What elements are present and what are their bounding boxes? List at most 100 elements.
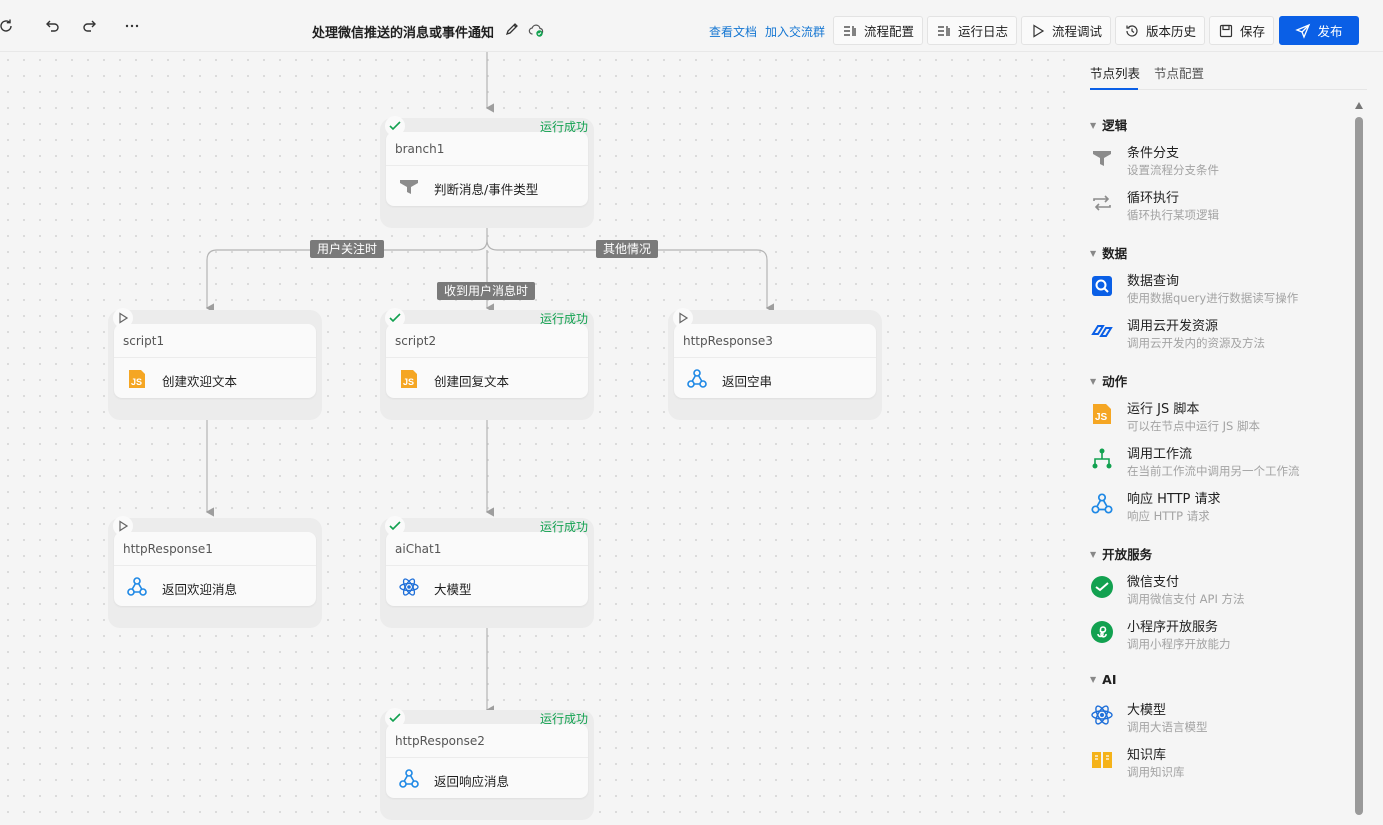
node-card: script1 JS 创建欢迎文本 [114, 324, 316, 398]
js-icon: JS [1090, 402, 1114, 426]
active-tab-indicator [1090, 88, 1138, 90]
save-button[interactable]: 保存 [1209, 16, 1275, 45]
node-label: 大模型 [434, 582, 472, 597]
item-knowledge-base[interactable]: 知识库 调用知识库 [1090, 744, 1340, 786]
log-icon [938, 25, 950, 36]
item-cloudbase[interactable]: 调用云开发资源 调用云开发内的资源及方法 [1090, 315, 1340, 357]
item-title: 大模型 [1127, 703, 1167, 718]
item-desc: 调用大语言模型 [1127, 720, 1208, 734]
refresh-icon[interactable] [0, 14, 18, 38]
node-httpresponse2[interactable]: httpResponse2 返回响应消息 运行成功 [380, 708, 594, 820]
list-settings-icon [844, 25, 856, 36]
play-icon[interactable] [113, 516, 133, 536]
tab-node-list[interactable]: 节点列表 [1090, 66, 1141, 81]
item-title: 知识库 [1127, 748, 1167, 763]
node-card: httpResponse2 返回响应消息 [386, 724, 588, 798]
edge-label-message[interactable]: 收到用户消息时 [437, 282, 536, 300]
node-script1[interactable]: script1 JS 创建欢迎文本 [108, 308, 322, 420]
node-card: aiChat1 大模型 [386, 532, 588, 606]
node-aichat1[interactable]: aiChat1 大模型 运行成功 [380, 516, 594, 628]
group-title-ai[interactable]: ▼AI [1090, 672, 1116, 687]
node-label: 创建欢迎文本 [162, 374, 238, 389]
item-desc: 在当前工作流中调用另一个工作流 [1127, 464, 1300, 478]
node-httpresponse3[interactable]: httpResponse3 返回空串 [668, 308, 882, 420]
run-logs-button[interactable]: 运行日志 [927, 16, 1018, 45]
item-data-query[interactable]: 数据查询 使用数据query进行数据读写操作 [1090, 270, 1340, 312]
publish-label: 发布 [1317, 24, 1343, 39]
node-script2[interactable]: script2 JS 创建回复文本 运行成功 [380, 308, 594, 420]
item-llm[interactable]: 大模型 调用大语言模型 [1090, 699, 1340, 741]
redo-icon[interactable] [77, 14, 101, 38]
run-logs-label: 运行日志 [958, 24, 1009, 39]
panel-scrollbar[interactable] [1355, 117, 1363, 815]
node-name: httpResponse1 [123, 542, 213, 556]
edge-branch1-http3 [486, 239, 775, 313]
node-label: 创建回复文本 [434, 374, 510, 389]
flow-debug-button[interactable]: 流程调试 [1021, 16, 1112, 45]
panel-tabs: 节点列表 节点配置 [1090, 52, 1367, 90]
node-label: 返回欢迎消息 [162, 582, 238, 597]
node-branch1[interactable]: branch1 判断消息/事件类型 运行成功 [380, 116, 594, 228]
item-run-js[interactable]: JS 运行 JS 脚本 可以在节点中运行 JS 脚本 [1090, 398, 1340, 440]
flow-config-button[interactable]: 流程配置 [833, 16, 924, 45]
item-title: 调用云开发资源 [1127, 319, 1219, 334]
node-httpresponse1[interactable]: httpResponse1 返回欢迎消息 [108, 516, 322, 628]
node-label: 返回响应消息 [434, 774, 510, 789]
node-status: 运行成功 [539, 312, 588, 326]
version-history-button[interactable]: 版本历史 [1115, 16, 1206, 45]
play-icon [1033, 23, 1045, 38]
item-wechat-pay[interactable]: 微信支付 调用微信支付 API 方法 [1090, 571, 1340, 613]
item-desc: 调用微信支付 API 方法 [1127, 592, 1245, 606]
more-icon[interactable] [120, 14, 144, 38]
tab-node-config[interactable]: 节点配置 [1154, 66, 1205, 81]
publish-button[interactable]: 发布 [1279, 16, 1359, 45]
item-title: 微信支付 [1127, 575, 1180, 590]
item-title: 响应 HTTP 请求 [1127, 492, 1221, 507]
view-docs-link[interactable]: 查看文档 [709, 25, 758, 39]
data-query-icon [1090, 274, 1114, 298]
node-name: aiChat1 [395, 542, 442, 556]
item-miniprogram[interactable]: 小程序开放服务 调用小程序开放能力 [1090, 616, 1340, 658]
item-loop[interactable]: 循环执行 循环执行某项逻辑 [1090, 187, 1340, 229]
item-desc: 设置流程分支条件 [1127, 163, 1219, 177]
item-desc: 循环执行某项逻辑 [1127, 208, 1219, 222]
item-title: 循环执行 [1127, 191, 1180, 206]
version-history-label: 版本历史 [1146, 24, 1197, 39]
node-status: 运行成功 [539, 120, 588, 134]
item-http-response[interactable]: 响应 HTTP 请求 响应 HTTP 请求 [1090, 488, 1340, 530]
edit-title-icon[interactable] [504, 21, 520, 37]
item-title: 运行 JS 脚本 [1127, 402, 1200, 417]
play-icon[interactable] [673, 308, 693, 328]
edge-label-other[interactable]: 其他情况 [596, 240, 659, 258]
loop-icon [1090, 191, 1114, 215]
node-name: script2 [395, 334, 437, 348]
node-divider [386, 565, 588, 566]
group-title-action[interactable]: ▼动作 [1090, 371, 1127, 390]
item-call-workflow[interactable]: 调用工作流 在当前工作流中调用另一个工作流 [1090, 443, 1340, 485]
join-group-link[interactable]: 加入交流群 [765, 25, 826, 39]
scroll-up-arrow[interactable] [1355, 102, 1363, 109]
node-card: httpResponse3 返回空串 [674, 324, 876, 398]
js-icon: JS [126, 368, 148, 390]
group-title-label: 逻辑 [1102, 118, 1128, 133]
webhook-icon [686, 368, 708, 390]
node-status: 运行成功 [539, 520, 588, 534]
node-divider [386, 357, 588, 358]
caret-down-icon: ▼ [1090, 121, 1097, 130]
group-title-open-service[interactable]: ▼开放服务 [1090, 544, 1152, 563]
node-status: 运行成功 [539, 712, 588, 726]
group-title-logic[interactable]: ▼ 逻辑 [1090, 115, 1127, 134]
item-condition-branch[interactable]: 条件分支 设置流程分支条件 [1090, 142, 1340, 184]
node-card: script2 JS 创建回复文本 [386, 324, 588, 398]
undo-icon[interactable] [41, 14, 65, 38]
play-icon[interactable] [113, 308, 133, 328]
node-name: httpResponse2 [395, 734, 485, 748]
js-icon: JS [398, 368, 420, 390]
flow-title: 处理微信推送的消息或事件通知 [312, 26, 495, 41]
svg-text:JS: JS [131, 377, 142, 387]
group-title-label: 动作 [1102, 374, 1128, 389]
flow-canvas[interactable]: 用户关注时 收到用户消息时 其他情况 branch1 判断消息/事件类型 运行成… [0, 52, 1076, 825]
success-check-icon [385, 116, 405, 136]
group-title-data[interactable]: ▼数据 [1090, 243, 1127, 262]
edge-label-follow[interactable]: 用户关注时 [310, 240, 385, 258]
